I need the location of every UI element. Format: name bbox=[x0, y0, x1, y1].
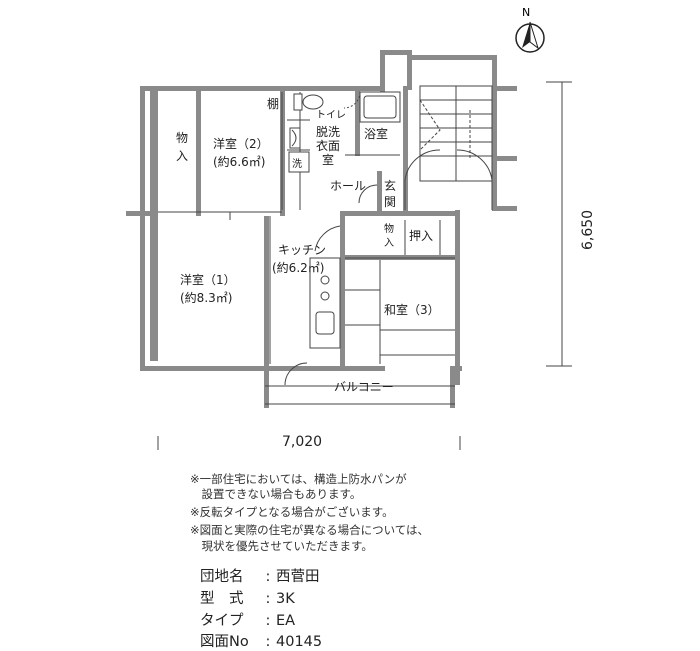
complex-value: 西菅田 bbox=[276, 569, 320, 585]
floor-plan: N bbox=[126, 6, 596, 450]
interior-lines bbox=[158, 92, 455, 405]
complex-sep: : bbox=[265, 569, 271, 585]
drawing-label: 図面No bbox=[200, 634, 249, 650]
japanese-room-label: 和室（3） bbox=[384, 302, 440, 317]
washroom-label-2: 衣面 bbox=[316, 138, 340, 153]
info-complex: 団地名: 西菅田 bbox=[200, 565, 320, 586]
variant-label: タイプ bbox=[200, 613, 244, 629]
balcony-label: バルコニー bbox=[334, 380, 394, 394]
compass-label: N bbox=[522, 6, 530, 19]
western-room-2-area: (約6.6㎡) bbox=[213, 154, 265, 169]
kitchen-name: キッチン bbox=[278, 243, 326, 257]
info-type: 型 式:3K bbox=[200, 587, 295, 608]
bathtub bbox=[359, 91, 401, 123]
kitchen-counter bbox=[309, 257, 341, 349]
note-line-5: 現状を優先させていただきます。 bbox=[190, 539, 373, 553]
type-label: 型 式 bbox=[200, 591, 244, 607]
wash-symbol: 洗 bbox=[292, 158, 302, 170]
variant-sep: : bbox=[265, 613, 271, 629]
variant-value: EA bbox=[276, 613, 296, 629]
info-variant: タイプ: EA bbox=[200, 609, 295, 630]
entrance-label-2: 関 bbox=[384, 195, 396, 209]
door-swings bbox=[284, 91, 493, 386]
note-line-4: ※図面と実際の住宅が異なる場合については、 bbox=[190, 523, 430, 537]
storage-left-label-1: 物 bbox=[176, 131, 188, 145]
hall-label: ホール bbox=[330, 179, 366, 193]
width-dimension: 7,020 bbox=[282, 434, 322, 450]
dimension-lines bbox=[157, 81, 572, 450]
type-value: 3K bbox=[276, 591, 295, 607]
shelf-label: 棚 bbox=[267, 96, 279, 111]
closet-label: 押入 bbox=[409, 229, 433, 243]
note-line-3: ※反転タイプとなる場合がございます。 bbox=[190, 505, 394, 519]
drawing-value: 40145 bbox=[276, 634, 323, 650]
type-sep: : bbox=[265, 591, 271, 607]
kitchen-area: (約6.2㎡) bbox=[272, 260, 324, 275]
height-dimension: 6,650 bbox=[580, 210, 596, 250]
storage-small-label-1: 物 bbox=[384, 222, 394, 235]
western-room-1-area: (約8.3㎡) bbox=[180, 290, 232, 305]
note-line-1: ※一部住宅においては、構造上防水パンが bbox=[190, 472, 407, 486]
storage-left-label-2: 入 bbox=[176, 149, 188, 163]
storage-small-label-2: 入 bbox=[384, 238, 394, 249]
toilet-fixture bbox=[293, 93, 324, 111]
info-drawing: 図面No:40145 bbox=[200, 630, 322, 651]
washroom-label-1: 脱洗 bbox=[316, 124, 340, 139]
washbasin bbox=[288, 127, 310, 173]
entrance-label-1: 玄 bbox=[384, 178, 396, 193]
western-room-2-name: 洋室（2） bbox=[213, 136, 269, 151]
drawing-sep: : bbox=[265, 634, 271, 650]
toilet-label: トイレ bbox=[316, 110, 346, 121]
stairs bbox=[419, 85, 493, 182]
note-line-2: 設置できない場合もあります。 bbox=[190, 487, 362, 501]
complex-label: 団地名 bbox=[200, 569, 244, 585]
western-room-1-name: 洋室（1） bbox=[180, 272, 236, 287]
compass-icon: N bbox=[515, 6, 545, 53]
bathroom-label: 浴室 bbox=[364, 126, 388, 141]
washroom-label-3: 室 bbox=[322, 152, 334, 167]
